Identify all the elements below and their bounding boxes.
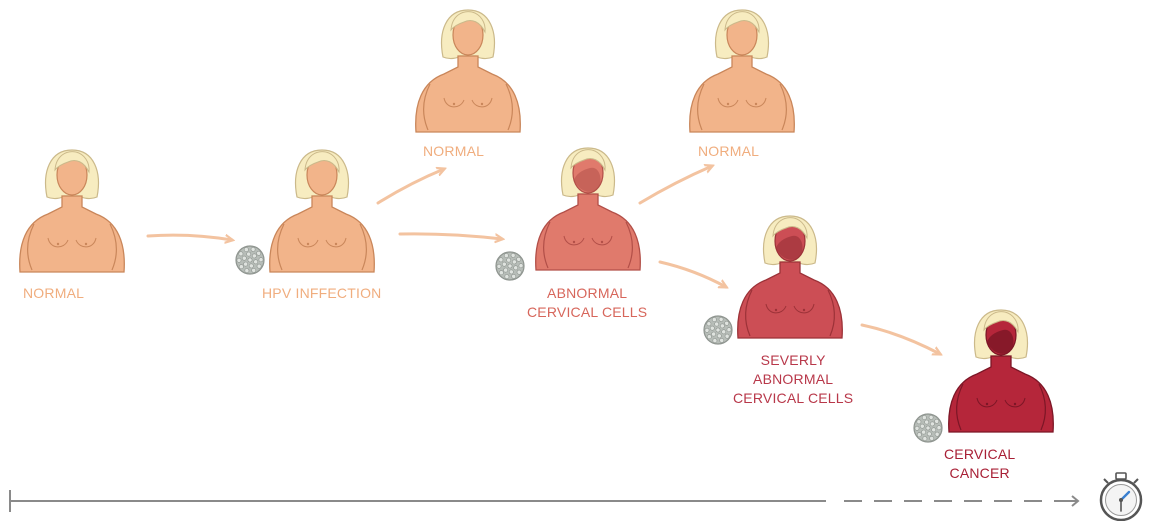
label-line: CERVICAL CELLS: [733, 389, 853, 408]
arrow-normal-to-hpv: [148, 235, 232, 240]
figure-normal: [20, 150, 125, 272]
figure-normal-regressed-2: [690, 10, 795, 132]
figure-cancer: [949, 310, 1054, 432]
label-normal-3: NORMAL: [698, 142, 759, 161]
label-line: CANCER: [944, 464, 1015, 483]
arrow-abnormal-to-severe: [660, 262, 726, 287]
virus-particles: [236, 246, 942, 442]
label-line: NORMAL: [423, 142, 484, 161]
label-line: CERVICAL: [944, 445, 1015, 464]
figure-normal-regressed: [416, 10, 521, 132]
label-line: CERVICAL CELLS: [527, 303, 647, 322]
figure-hpv-infection: [270, 150, 375, 272]
arrow-hpv-to-abnormal: [400, 234, 502, 239]
arrow-hpv-to-normal: [378, 169, 444, 203]
label-normal-1: NORMAL: [23, 284, 84, 303]
label-line: NORMAL: [698, 142, 759, 161]
timeline: [10, 490, 1078, 512]
label-line: ABNORMAL: [527, 284, 647, 303]
virus-particle-icon: [236, 246, 264, 274]
label-line: SEVERLY: [733, 351, 853, 370]
label-normal-2: NORMAL: [423, 142, 484, 161]
arrow-abnormal-to-normal: [640, 166, 712, 203]
figures: [20, 10, 1054, 432]
arrow-severe-to-cancer: [862, 325, 940, 354]
virus-particle-icon: [704, 316, 732, 344]
figure-abnormal: [536, 148, 641, 270]
stopwatch-icon: [1101, 473, 1141, 520]
label-hpv-infection: HPV INFFECTION: [262, 284, 381, 303]
virus-particle-icon: [496, 252, 524, 280]
virus-particle-icon: [914, 414, 942, 442]
label-line: HPV INFFECTION: [262, 284, 381, 303]
label-line: NORMAL: [23, 284, 84, 303]
figure-severe: [738, 216, 843, 338]
label-line: ABNORMAL: [733, 370, 853, 389]
